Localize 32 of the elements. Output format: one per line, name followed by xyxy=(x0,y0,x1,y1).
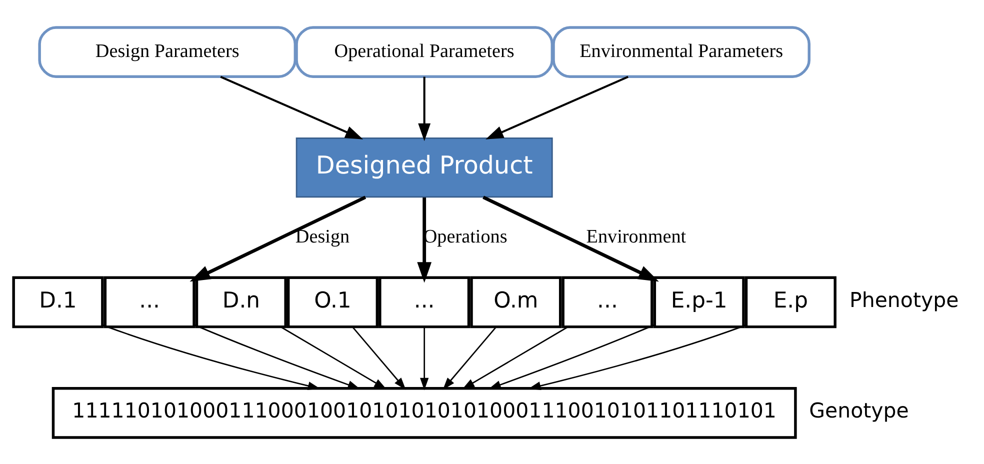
node-box: D.1 xyxy=(12,276,104,328)
node-box: E.p-1 xyxy=(653,276,745,328)
edge-label: Environment xyxy=(586,226,686,247)
arrow xyxy=(220,75,364,139)
arrow xyxy=(352,326,406,390)
node-box: ... xyxy=(562,276,654,328)
node-box: O.m xyxy=(470,276,562,328)
node-box: ... xyxy=(378,276,470,328)
label: Phenotype xyxy=(849,287,959,312)
node-box: Operational Parameters xyxy=(295,26,554,78)
arrow xyxy=(280,326,386,389)
arrow xyxy=(488,324,655,389)
node-box: 111110101000111000100101010101010001110010101101110101 xyxy=(52,386,797,438)
node-box: E.p xyxy=(744,276,836,328)
arrow xyxy=(418,76,431,141)
node-box: D.n xyxy=(195,276,287,328)
node-box: Environmental Parameters xyxy=(552,26,810,78)
arrow xyxy=(420,326,429,390)
node-box: O.1 xyxy=(286,276,379,328)
edge-label: Operations xyxy=(423,226,508,247)
arrow xyxy=(442,326,497,390)
edge-label: Design xyxy=(295,226,350,247)
arrow xyxy=(102,324,320,390)
node-box: ... xyxy=(104,276,196,328)
arrow xyxy=(462,326,568,389)
arrow xyxy=(194,324,360,389)
node-box: Design Parameters xyxy=(38,26,297,78)
node-box: Designed Product xyxy=(296,137,553,198)
arrow xyxy=(417,197,432,282)
node-label: Genotype xyxy=(809,398,909,422)
arrow xyxy=(528,324,746,390)
arrow xyxy=(486,75,628,139)
